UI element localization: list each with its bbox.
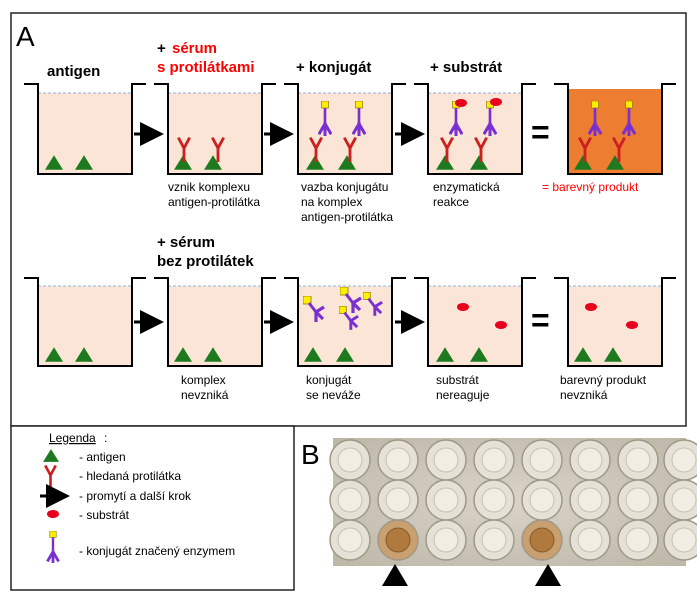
well-r2-4 <box>414 277 536 367</box>
marker-triangle-right <box>535 564 561 586</box>
plate-well-bottom <box>385 527 411 553</box>
plate-well-bottom <box>625 487 651 513</box>
caption-r1-2-l1: vznik komplexu <box>168 180 250 194</box>
microplate-photo <box>329 438 697 566</box>
substrate-r2-4b <box>495 321 507 329</box>
plate-well-bottom <box>671 447 697 473</box>
caption-r1-4-l1: enzymatická <box>433 180 500 194</box>
caption-r2-2-l2: nevzniká <box>181 388 229 402</box>
plate-well-bottom <box>529 487 555 513</box>
substrate-r2-5a <box>585 303 597 311</box>
plate-well-bottom <box>481 447 507 473</box>
plate-well-bottom <box>577 487 603 513</box>
plate-well-bottom <box>625 447 651 473</box>
panel-a-letter: A <box>16 21 35 52</box>
title-r1-substrat: + substrát <box>430 59 502 76</box>
caption-r1-3-l3: antigen-protilátka <box>301 210 393 224</box>
legend-box <box>10 425 295 591</box>
title-r2-serum-l1: + sérum <box>157 234 215 251</box>
caption-r1-4-l2: reakce <box>433 195 469 209</box>
plate-wells <box>329 439 697 561</box>
plate-well-bottom <box>671 527 697 553</box>
marker-triangle-left <box>382 564 408 586</box>
legend-item-wash: - promytí a další krok <box>79 489 192 503</box>
plate-well-bottom <box>625 527 651 553</box>
plate-well-bottom <box>481 527 507 553</box>
caption-r2-5-l1: barevný produkt <box>560 373 647 387</box>
plate-well-bottom <box>529 447 555 473</box>
legend-item-substrate: - substrát <box>79 508 130 522</box>
plate-well-bottom <box>433 527 459 553</box>
title-r1-plus: + <box>157 40 166 57</box>
plate-well-bottom <box>385 487 411 513</box>
caption-r2-3-l2: se neváže <box>306 388 361 402</box>
legend-substrate-icon <box>47 510 59 518</box>
plate-well-bottom <box>671 487 697 513</box>
title-r2-serum-l2: bez protilátek <box>157 253 254 270</box>
plate-well-bottom <box>577 447 603 473</box>
caption-r2-3-l1: konjugát <box>306 373 352 387</box>
plate-well-bottom <box>337 447 363 473</box>
caption-r2-4-l1: substrát <box>436 373 479 387</box>
legend-item-antibody: - hledaná protilátka <box>79 469 181 483</box>
title-r1-serum-l2: s protilátkami <box>157 59 255 76</box>
plate-well-bottom <box>385 447 411 473</box>
plate-well-bottom <box>337 527 363 553</box>
plate-well-bottom <box>481 487 507 513</box>
equals-r1: = <box>531 114 550 150</box>
substrate-r2-4a <box>457 303 469 311</box>
legend-title-colon: : <box>104 431 107 445</box>
plate-well-bottom <box>433 487 459 513</box>
well-r1-4 <box>414 83 536 175</box>
substrate-r1-4b <box>490 98 502 106</box>
plate-well-bottom <box>577 527 603 553</box>
plate-well-bottom <box>337 487 363 513</box>
caption-r2-4-l2: nereaguje <box>436 388 490 402</box>
plate-well-bottom <box>529 527 555 553</box>
caption-r1-3-l1: vazba konjugátu <box>301 180 388 194</box>
legend-title: Legenda <box>49 431 96 445</box>
title-r1-antigen: antigen <box>47 63 100 80</box>
caption-r2-5-l2: nevzniká <box>560 388 608 402</box>
title-r1-serum-l1: sérum <box>172 40 217 57</box>
substrate-r1-4a <box>455 99 467 107</box>
caption-r1-5: = barevný produkt <box>542 180 639 194</box>
equals-r2: = <box>531 302 550 338</box>
panel-b-letter: B <box>301 439 320 470</box>
caption-r2-2-l1: komplex <box>181 373 226 387</box>
caption-r1-2-l2: antigen-protilátka <box>168 195 260 209</box>
substrate-r2-5b <box>626 321 638 329</box>
title-r1-konjugat: + konjugát <box>296 59 371 76</box>
legend-item-antigen: - antigen <box>79 450 126 464</box>
plate-well-bottom <box>433 447 459 473</box>
caption-r1-3-l2: na komplex <box>301 195 362 209</box>
legend-item-conjugate: - konjugát značený enzymem <box>79 544 235 558</box>
